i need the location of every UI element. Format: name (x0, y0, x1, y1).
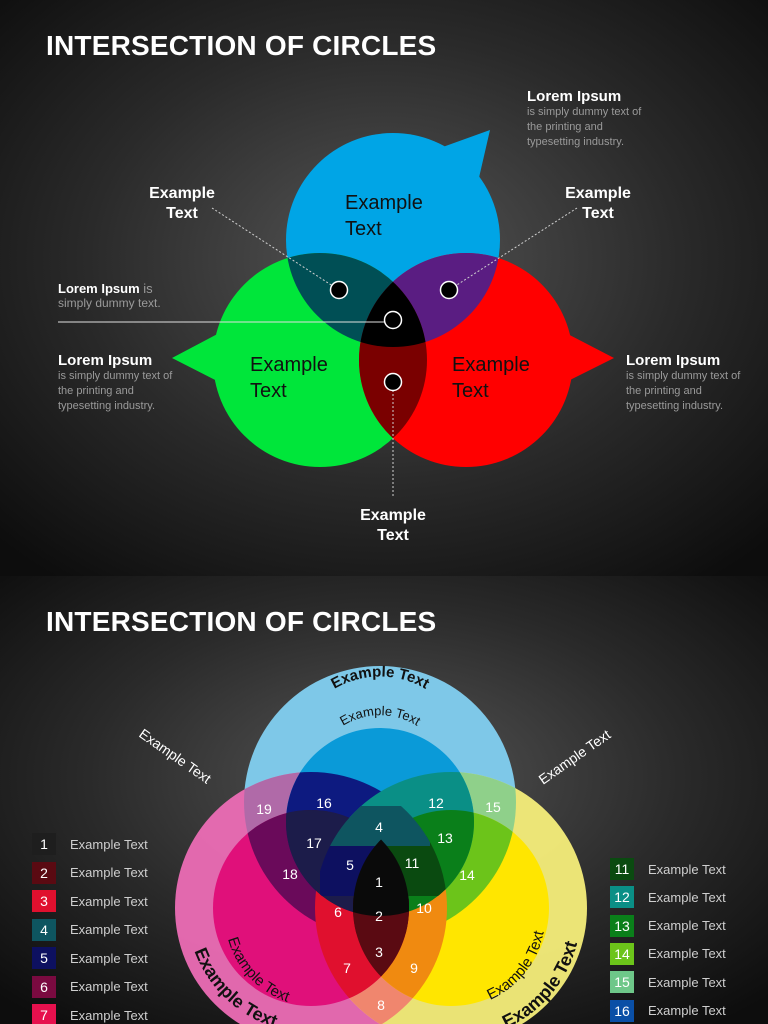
callout-left-mid-body: simply dummy text. (58, 296, 161, 310)
legend-left-text: Example Text (70, 1007, 148, 1023)
legend-left-item-3: 3 Example Text (32, 890, 148, 912)
legend-right-item-14: 14 Example Text (610, 942, 726, 965)
callout-left-mid-heading: Lorem Ipsum (58, 281, 140, 296)
legend-left-item-1: 1 Example Text (32, 833, 148, 855)
region-1-fill (353, 816, 409, 916)
legend-right-item-16: 16 Example Text (610, 999, 726, 1022)
legend-right-item-12: 12 Example Text (610, 886, 726, 909)
marker-blue-green (329, 280, 349, 300)
legend-left-text: Example Text (70, 865, 148, 880)
pointer-label-top-left: Example Text (149, 185, 215, 222)
center-intersection (359, 253, 427, 347)
callout-right-heading: Lorem Ipsum (626, 352, 721, 369)
callout-left-mid: Lorem Ipsum is simply dummy text. (58, 281, 198, 311)
callout-left-heading: Lorem Ipsum (58, 352, 153, 369)
region-number-1: 1 (375, 874, 383, 890)
region-number-4: 4 (375, 819, 383, 835)
leader-line-top-left (211, 207, 340, 291)
legend-right-text: Example Text (648, 974, 726, 990)
legend-left-text: Example Text (70, 893, 148, 909)
legend-left-item-5: 5 Example Text (32, 947, 148, 969)
legend-left-swatch: 2 (32, 861, 56, 884)
region-number-15: 15 (485, 799, 501, 815)
region-number-18: 18 (282, 866, 298, 882)
legend-right-swatch: 14 (610, 942, 634, 965)
legend-left-item-6: 6 Example Text (32, 975, 148, 998)
legend-left-item-2: 2 Example Text (32, 861, 148, 884)
legend-left-swatch: 3 (32, 890, 56, 912)
red-bubble-tail (560, 330, 614, 385)
venn-three-circles: Example Text (58, 130, 614, 496)
legend-right-text: Example Text (648, 1003, 726, 1018)
region-number-11: 11 (405, 855, 420, 871)
region-number-17: 17 (306, 835, 322, 851)
legend-right-swatch: 15 (610, 971, 634, 994)
legend-right-text: Example Text (648, 918, 726, 934)
green-circle-text: Example Text (250, 354, 328, 402)
region-number-12: 12 (428, 795, 444, 811)
region-number-7: 7 (343, 960, 351, 976)
region-number-8: 8 (377, 997, 385, 1013)
slide-2-title: INTERSECTION OF CIRCLES (46, 606, 437, 637)
legend-right-text: Example Text (648, 861, 726, 877)
green-bubble-tail (172, 330, 225, 385)
callout-top-right-heading: Lorem Ipsum (527, 88, 622, 105)
region-number-10: 10 (416, 900, 432, 916)
pointer-label-top-right: Example Text (565, 185, 631, 222)
legend-left-swatch: 7 (32, 1004, 56, 1024)
legend-left-swatch: 4 (32, 918, 56, 941)
legend-right-swatch: 12 (610, 886, 634, 909)
legend-right-item-13: 13 Example Text (610, 914, 726, 937)
rotated-label-left: Example Text (136, 725, 214, 786)
legend-left-text: Example Text (70, 922, 148, 937)
venn-nested-circles: 1 2 3 4 5 6 7 8 9 10 11 12 13 14 15 16 1… (136, 663, 614, 1024)
region-number-13: 13 (437, 830, 453, 846)
region-number-2: 2 (375, 908, 383, 924)
slide-1-title: INTERSECTION OF CIRCLES (46, 30, 437, 61)
legend-right-item-11: 11 Example Text (610, 858, 726, 880)
pointer-label-bottom: Example Text (360, 507, 426, 544)
leader-line-top-right (448, 207, 578, 291)
region-number-5: 5 (346, 857, 354, 873)
rotated-label-right: Example Text (536, 726, 614, 787)
legend-right-swatch: 13 (610, 914, 634, 937)
legend-left-item-4: 4 Example Text (32, 918, 148, 941)
slide-2: INTERSECTION OF CIRCLES (0, 576, 768, 1024)
legend-left-swatch: 6 (32, 975, 56, 998)
legend-left-item-7: 7 Example Text (32, 1004, 148, 1024)
region-number-6: 6 (334, 904, 342, 920)
legend-left-swatch: 5 (32, 947, 56, 969)
marker-green-red (383, 372, 403, 392)
legend-right-text: Example Text (648, 946, 726, 962)
marker-center (383, 310, 403, 330)
callout-right-body: is simply dummy text of the printing and… (626, 370, 741, 412)
red-circle-text: Example Text (452, 354, 530, 402)
legend-right-item-15: 15 Example Text (610, 971, 726, 994)
legend-right-swatch: 11 (610, 858, 634, 880)
callout-left-body: is simply dummy text of the printing and… (58, 370, 173, 412)
legend-right-text: Example Text (648, 889, 726, 905)
region-number-16: 16 (316, 795, 332, 811)
marker-blue-red (439, 280, 459, 300)
region-number-9: 9 (410, 960, 418, 976)
region-number-3: 3 (375, 944, 383, 960)
callout-top-right: Lorem Ipsum is simply dummy text of the … (527, 88, 647, 150)
slide-1: INTERSECTION OF CIRCLES (0, 0, 768, 576)
callout-left: Lorem Ipsum is simply dummy text of the … (58, 352, 178, 414)
callout-top-right-body: is simply dummy text of the printing and… (527, 106, 642, 148)
blue-circle-text: Example Text (345, 190, 435, 242)
blue-bubble-tail (440, 130, 490, 182)
legend-left-text: Example Text (70, 979, 148, 994)
callout-right: Lorem Ipsum is simply dummy text of the … (626, 352, 746, 414)
legend-left-text: Example Text (70, 950, 148, 966)
region-number-19: 19 (256, 801, 272, 817)
callout-left-mid-suffix: is (143, 281, 153, 296)
legend-right-swatch: 16 (610, 999, 634, 1022)
legend-left-text: Example Text (70, 836, 148, 852)
legend-left-swatch: 1 (32, 833, 56, 855)
region-number-14: 14 (459, 867, 475, 883)
